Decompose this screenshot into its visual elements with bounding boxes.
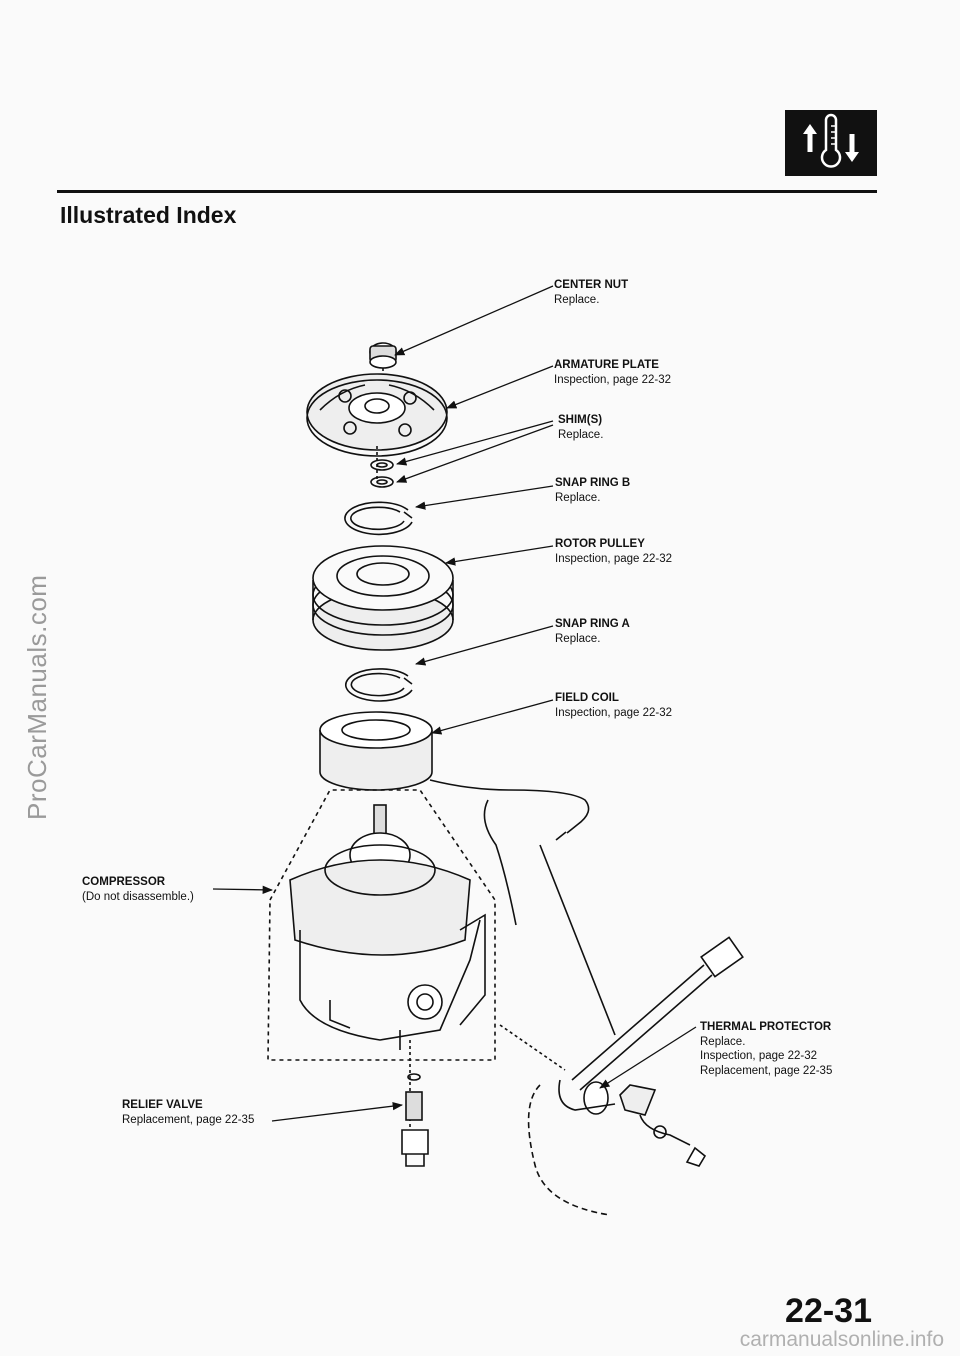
callout-name: SNAP RING B bbox=[555, 477, 631, 489]
header-rule bbox=[57, 190, 877, 193]
callout-note: (Do not disassemble.) bbox=[82, 890, 194, 903]
callout-compressor: COMPRESSOR (Do not disassemble.) bbox=[82, 875, 194, 904]
callout-snap-ring-a: SNAP RING A Replace. bbox=[555, 617, 630, 646]
callout-name: CENTER NUT bbox=[554, 279, 629, 291]
relief-valve-part bbox=[401, 1040, 429, 1167]
callout-name: SHIM(S) bbox=[558, 414, 603, 426]
callout-name: FIELD COIL bbox=[555, 692, 619, 704]
callout-name: RELIEF VALVE bbox=[122, 1099, 203, 1111]
callout-armature-plate: ARMATURE PLATE Inspection, page 22-32 bbox=[554, 358, 671, 387]
callout-name: COMPRESSOR bbox=[82, 876, 166, 888]
callout-note: Replace. bbox=[558, 428, 604, 441]
callout-shims: SHIM(S) Replace. bbox=[558, 413, 603, 442]
callout-name: ROTOR PULLEY bbox=[555, 538, 645, 550]
callout-note: Replacement, page 22-35 bbox=[700, 1064, 833, 1077]
leader-lines bbox=[212, 285, 697, 1122]
callout-name: ARMATURE PLATE bbox=[554, 359, 659, 371]
snap-ring-a-part bbox=[344, 668, 413, 702]
thermal-protector-part bbox=[499, 844, 744, 1216]
bottom-watermark: carmanualsonline.info bbox=[739, 1328, 944, 1351]
callout-note: Replace. bbox=[700, 1035, 746, 1048]
callout-center-nut: CENTER NUT Replace. bbox=[554, 278, 628, 307]
rotor-pulley-part bbox=[312, 545, 454, 651]
callout-note: Replace. bbox=[555, 491, 601, 504]
snap-ring-b-part bbox=[344, 501, 413, 536]
ac-heating-cooling-icon bbox=[785, 110, 877, 176]
callout-field-coil: FIELD COIL Inspection, page 22-32 bbox=[555, 691, 672, 720]
callout-note: Inspection, page 22-32 bbox=[700, 1050, 818, 1062]
armature-plate-part bbox=[306, 373, 448, 457]
callout-name: SNAP RING A bbox=[555, 618, 630, 630]
callout-thermal-protector: THERMAL PROTECTOR Replace. Inspection, p… bbox=[700, 1020, 832, 1078]
callout-note: Replacement, page 22-35 bbox=[122, 1113, 255, 1126]
callout-relief-valve: RELIEF VALVE Replacement, page 22-35 bbox=[122, 1098, 254, 1127]
field-coil-part bbox=[319, 711, 590, 926]
callout-snap-ring-b: SNAP RING B Replace. bbox=[555, 476, 630, 505]
callout-note: Inspection, page 22-32 bbox=[555, 552, 673, 565]
callout-rotor-pulley: ROTOR PULLEY Inspection, page 22-32 bbox=[555, 537, 672, 566]
callout-note: Replace. bbox=[554, 293, 600, 306]
page-number: 22-31 bbox=[785, 1292, 872, 1330]
compressor-part bbox=[267, 789, 496, 1061]
page-title: Illustrated Index bbox=[60, 202, 237, 228]
callout-note: Inspection, page 22-32 bbox=[554, 373, 672, 386]
callout-name: THERMAL PROTECTOR bbox=[700, 1021, 832, 1033]
callout-note: Inspection, page 22-32 bbox=[555, 706, 673, 719]
side-watermark: ProCarManuals.com bbox=[22, 574, 52, 820]
shims-part bbox=[370, 446, 394, 488]
callout-note: Replace. bbox=[555, 632, 601, 645]
